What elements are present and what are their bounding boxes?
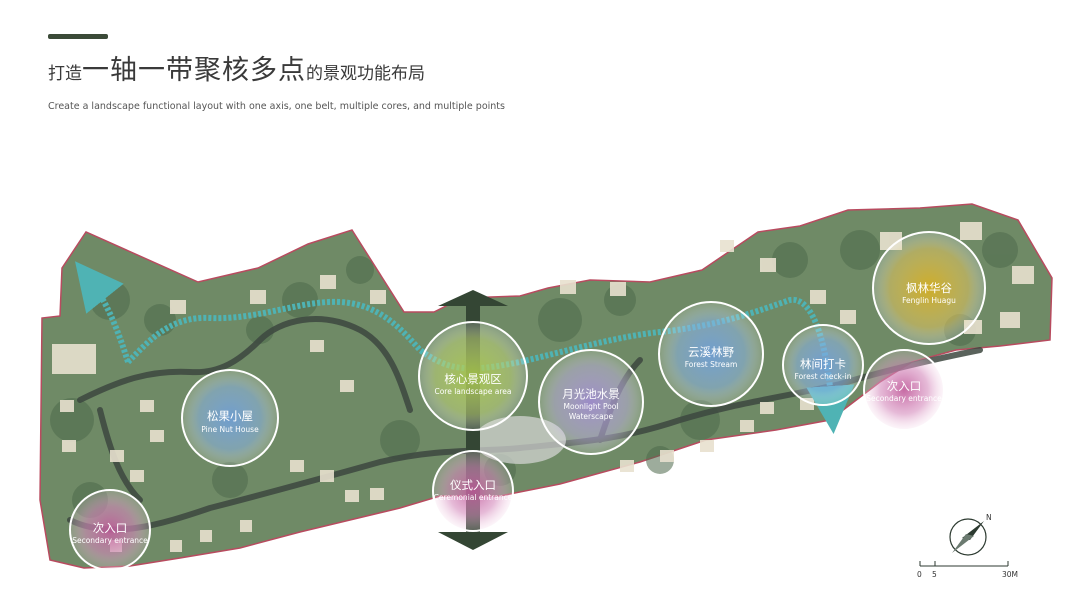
title-suffix: 的景观功能布局: [306, 64, 425, 84]
node-stream-cn: 云溪林野: [688, 345, 734, 359]
node-core-en: Core landscape area: [434, 387, 511, 396]
node-forest-checkin: 林间打卡 Forest check-in: [782, 324, 864, 406]
landscape-belt-arrow-left: [75, 261, 131, 363]
building-footprints: [52, 222, 1034, 552]
node-pool-en2: Waterscape: [569, 412, 614, 421]
scale-bar: 0 5 30M: [917, 561, 1018, 579]
node-ceremonial-entrance: 仪式入口 Ceremonial entrance: [432, 450, 514, 532]
node-stream-en: Forest Stream: [685, 360, 738, 369]
node-fenglin-huagu: 枫林华谷 Fenglin Huagu: [872, 231, 986, 345]
node-ceremonial-en: Ceremonial entrance: [434, 493, 513, 502]
node-pine-nut-house: 松果小屋 Pine Nut House: [181, 369, 279, 467]
node-pine-cn: 松果小屋: [207, 409, 253, 423]
north-compass: N: [949, 513, 992, 556]
node-pine-en: Pine Nut House: [201, 425, 259, 434]
node-checkin-cn: 林间打卡: [800, 357, 846, 371]
node-forest-stream: 云溪林野 Forest Stream: [658, 301, 764, 407]
node-checkin-en: Forest check-in: [795, 372, 852, 381]
scale-tick-30: 30M: [1002, 570, 1018, 579]
node-secondary-left-cn: 次入口: [93, 521, 128, 535]
title-prefix: 打造: [48, 64, 82, 84]
node-maple-cn: 枫林华谷: [906, 281, 952, 295]
page-title: 打造一轴一带聚核多点的景观功能布局: [48, 48, 425, 87]
central-plaza: [474, 416, 566, 464]
node-secondary-left-en: Secondary entrance: [72, 536, 148, 545]
node-moonlight-pool: 月光池水景 Moonlight Pool Waterscape: [538, 349, 644, 455]
node-maple-en: Fenglin Huagu: [902, 296, 956, 305]
compass-label: N: [986, 513, 992, 522]
node-secondary-right-cn: 次入口: [887, 379, 922, 393]
compass-tail-icon: [952, 534, 974, 553]
node-ceremonial-cn: 仪式入口: [450, 478, 496, 492]
node-core-landscape: 核心景观区 Core landscape area: [418, 321, 528, 431]
node-secondary-right-en: Secondary entrance: [866, 394, 942, 403]
node-pool-en1: Moonlight Pool: [564, 402, 619, 411]
node-pool-cn: 月光池水景: [562, 387, 620, 401]
page-subtitle: Create a landscape functional layout wit…: [48, 101, 505, 112]
node-core-cn: 核心景观区: [444, 372, 502, 386]
scale-tick-5: 5: [932, 570, 937, 579]
scale-tick-0: 0: [917, 570, 922, 579]
title-emphasis: 一轴一带聚核多点: [82, 55, 306, 86]
node-secondary-entrance-left: 次入口 Secondary entrance: [69, 489, 151, 571]
title-accent-bar: [48, 34, 108, 39]
node-secondary-entrance-right: 次入口 Secondary entrance: [863, 349, 945, 431]
